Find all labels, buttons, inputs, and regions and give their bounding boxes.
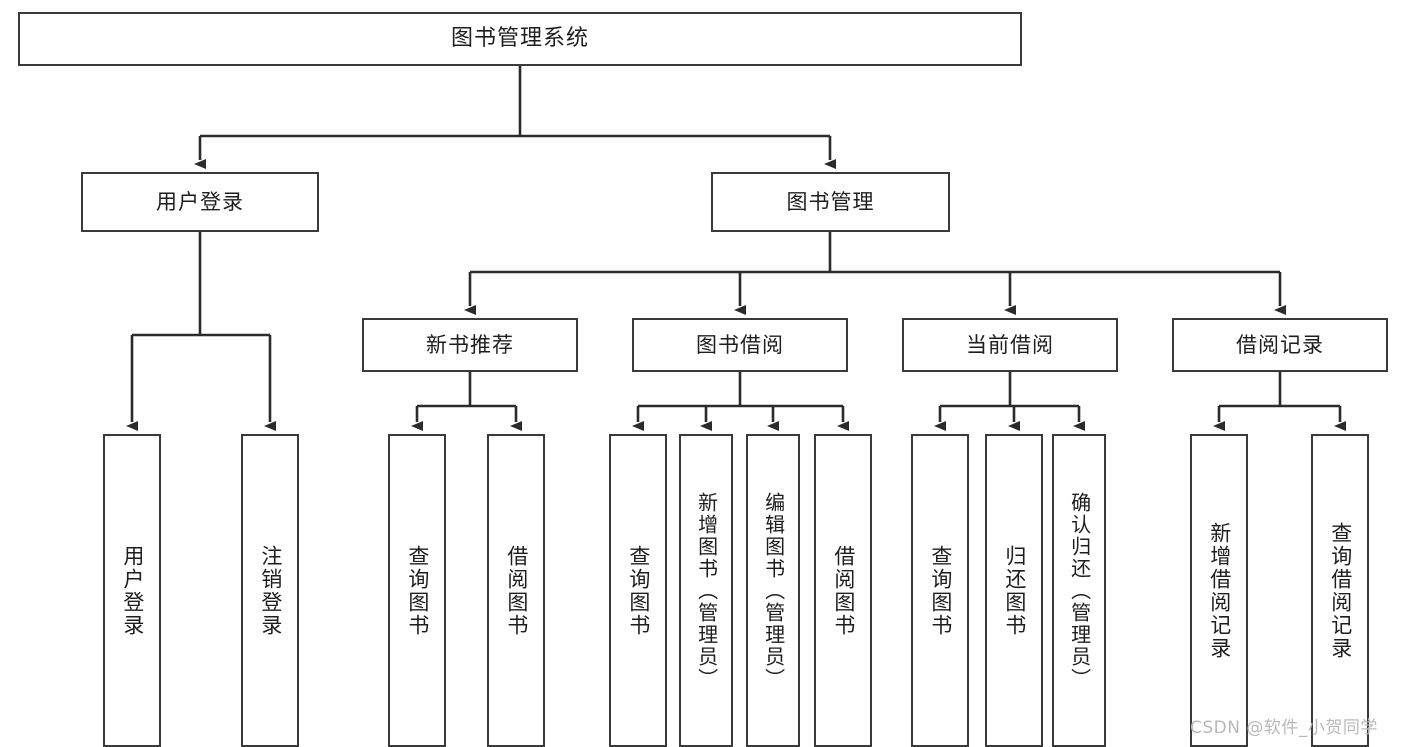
node-book-borrow-label: 图书借阅 [696,332,784,357]
leaf-query-borrow-record[interactable]: 查询借阅记录 [1311,434,1369,747]
leaf-edit-book-admin-label: 编辑图书（管理员） [761,491,786,690]
node-user-login[interactable]: 用户登录 [81,172,319,232]
leaf-borrow-book-borrow-label: 借阅图书 [831,544,856,637]
node-user-login-label: 用户登录 [156,189,244,214]
node-root-label: 图书管理系统 [450,26,589,52]
leaf-query-book-current-label: 查询图书 [928,544,953,637]
leaf-borrow-book-newbook[interactable]: 借阅图书 [487,434,545,747]
leaf-query-book-newbook[interactable]: 查询图书 [388,434,446,747]
node-borrow-record[interactable]: 借阅记录 [1172,318,1388,372]
node-book-borrow[interactable]: 图书借阅 [632,318,848,372]
leaf-borrow-book-newbook-label: 借阅图书 [504,544,529,637]
leaf-query-book-borrow[interactable]: 查询图书 [609,434,667,747]
leaf-logout-login[interactable]: 注销登录 [241,434,299,747]
leaf-query-book-newbook-label: 查询图书 [405,544,430,637]
node-root[interactable]: 图书管理系统 [18,12,1022,66]
leaf-return-book[interactable]: 归还图书 [985,434,1043,747]
leaf-query-borrow-record-label: 查询借阅记录 [1328,521,1353,660]
node-book-management[interactable]: 图书管理 [711,172,950,232]
node-new-book-recommend[interactable]: 新书推荐 [362,318,578,372]
node-current-borrow-label: 当前借阅 [966,332,1054,357]
node-borrow-record-label: 借阅记录 [1236,332,1324,357]
leaf-return-book-label: 归还图书 [1002,544,1027,637]
leaf-user-login[interactable]: 用户登录 [103,434,161,747]
leaf-add-borrow-record-label: 新增借阅记录 [1207,521,1232,660]
leaf-add-book-admin[interactable]: 新增图书（管理员） [679,434,733,747]
leaf-add-book-admin-label: 新增图书（管理员） [694,491,719,690]
leaf-user-login-label: 用户登录 [120,544,145,637]
leaf-confirm-return-admin[interactable]: 确认归还（管理员） [1052,434,1106,747]
leaf-add-borrow-record[interactable]: 新增借阅记录 [1190,434,1248,747]
leaf-query-book-borrow-label: 查询图书 [626,544,651,637]
leaf-logout-login-label: 注销登录 [258,544,283,637]
node-new-book-recommend-label: 新书推荐 [426,332,514,357]
node-book-management-label: 图书管理 [786,189,875,214]
node-current-borrow[interactable]: 当前借阅 [902,318,1118,372]
leaf-confirm-return-admin-label: 确认归还（管理员） [1067,491,1092,690]
leaf-edit-book-admin[interactable]: 编辑图书（管理员） [746,434,800,747]
leaf-query-book-current[interactable]: 查询图书 [911,434,969,747]
leaf-borrow-book-borrow[interactable]: 借阅图书 [814,434,872,747]
